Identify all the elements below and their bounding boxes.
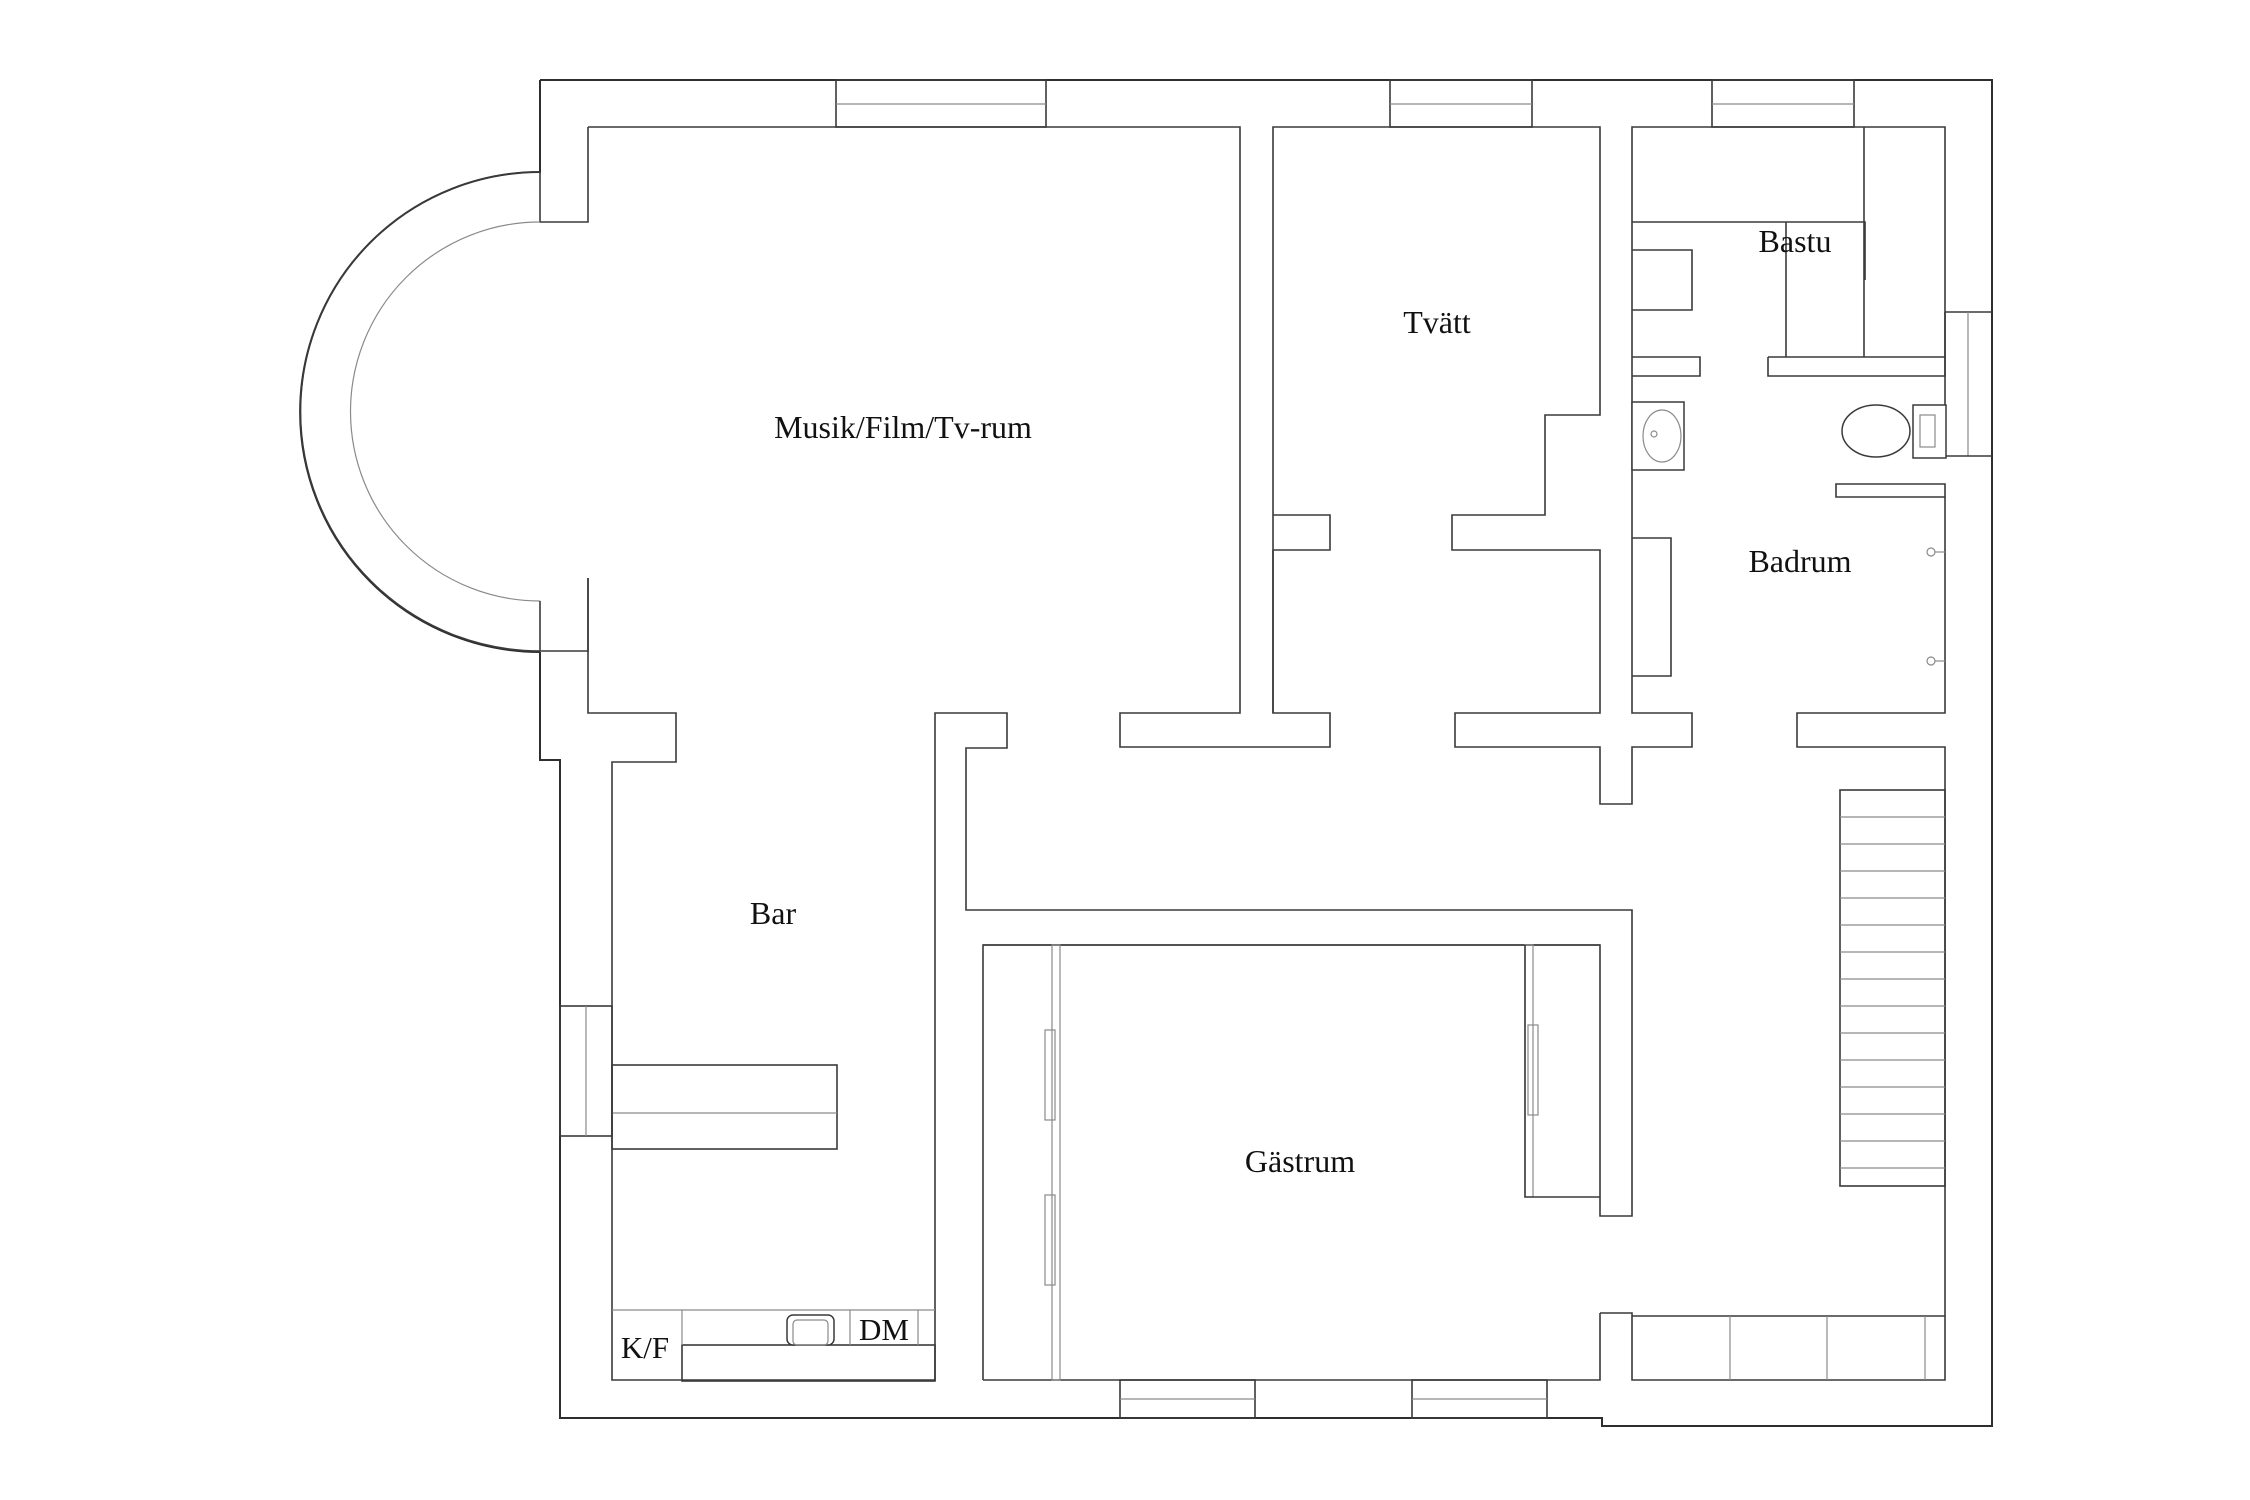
room-label-guest: Gästrum [1245, 1143, 1355, 1179]
top-windows [835, 79, 1855, 128]
music-room-walls [587, 126, 1946, 1381]
exterior-wall [299, 79, 1993, 1427]
bay-window [299, 127, 589, 652]
room-label-bathroom: Badrum [1748, 543, 1851, 579]
bottom-right-cabinets [983, 1312, 1946, 1381]
fixture-label-dishwasher: DM [859, 1312, 909, 1347]
shower-icon [1926, 547, 1945, 666]
toilet-icon [1841, 404, 1947, 459]
washbasin-icon [1631, 401, 1685, 471]
room-label-bar: Bar [750, 895, 797, 931]
room-label-sauna: Bastu [1759, 223, 1832, 259]
bar-window [559, 1005, 613, 1137]
bar-counter [611, 1064, 838, 1150]
room-label-music: Musik/Film/Tv-rum [774, 409, 1032, 445]
fixture-label-fridge: K/F [621, 1330, 669, 1365]
staircase [1839, 789, 1946, 1187]
guest-room-walls [983, 944, 1600, 1381]
bath-walls [1632, 127, 1992, 1317]
bottom-windows [1119, 1379, 1548, 1419]
room-label-laundry: Tvätt [1403, 304, 1471, 340]
kitchen-counter [612, 1309, 936, 1382]
